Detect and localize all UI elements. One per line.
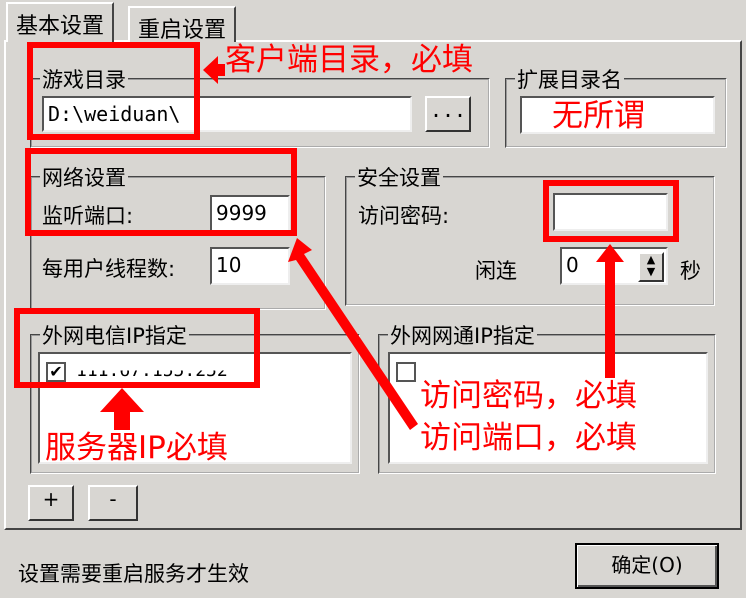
annotation-client-dir: 客户端目录，必填 xyxy=(225,42,473,78)
netcom-ip-group: 外网网通IP指定 xyxy=(378,320,716,474)
netcom-ip-label: 外网网通IP指定 xyxy=(388,320,537,350)
netcom-ip-list[interactable] xyxy=(388,352,708,464)
ext-dir-input[interactable] xyxy=(520,96,715,134)
threads-label: 每用户线程数: xyxy=(42,257,176,281)
annotation-box-game-dir xyxy=(27,42,200,140)
security-group: 安全设置 xyxy=(345,162,715,306)
spin-down-icon[interactable]: ▼ xyxy=(646,265,656,278)
seconds-unit: 秒 xyxy=(680,259,701,283)
telecom-ip-label: 外网电信IP指定 xyxy=(40,320,189,350)
annotation-box-password xyxy=(543,180,679,242)
tab-basic-settings[interactable]: 基本设置 xyxy=(6,2,115,42)
annotation-box-port xyxy=(25,148,297,236)
game-dir-group: 游戏目录 xyxy=(30,64,490,148)
telecom-ip-checkbox[interactable]: ✔ xyxy=(46,362,66,382)
annotation-box-server-ip xyxy=(14,308,260,388)
add-ip-button[interactable]: + xyxy=(28,485,74,521)
ext-dir-group: 扩展目录名 xyxy=(505,64,727,148)
tab-restart-settings[interactable]: 重启设置 xyxy=(128,6,237,43)
arrow-left-icon xyxy=(203,56,225,84)
tab-panel xyxy=(4,40,742,530)
security-label: 安全设置 xyxy=(355,162,443,192)
game-dir-label: 游戏目录 xyxy=(40,64,128,94)
telecom-ip-value: 111.67.155.252 xyxy=(76,360,228,382)
annotation-server-ip: 服务器IP必填 xyxy=(45,430,228,466)
network-label: 网络设置 xyxy=(40,162,128,192)
arrow-up-to-port-icon xyxy=(288,238,418,430)
timeout-label: 闲连 xyxy=(475,259,517,283)
annotation-port: 访问端口，必填 xyxy=(420,420,637,456)
timeout-spinner[interactable]: ▲▼ xyxy=(638,252,664,282)
browse-button[interactable]: ... xyxy=(425,96,471,132)
ok-button[interactable]: 确定(O) xyxy=(575,543,719,589)
status-text: 设置需要重启服务才生效 xyxy=(18,562,249,586)
remove-ip-button[interactable]: - xyxy=(88,485,138,521)
telecom-ip-group: 外网电信IP指定 xyxy=(30,320,360,474)
spin-up-icon[interactable]: ▲ xyxy=(646,253,656,266)
threads-input[interactable]: 10 xyxy=(210,247,290,285)
password-input[interactable] xyxy=(553,193,668,231)
arrow-up-to-password-icon xyxy=(596,244,624,378)
game-dir-input[interactable]: D:\weiduan\ xyxy=(42,96,412,132)
annotation-password: 访问密码，必填 xyxy=(420,378,637,414)
annotation-ext-dir: 无所谓 xyxy=(552,98,645,134)
port-label: 监听端口: xyxy=(42,204,134,228)
password-label: 访问密码: xyxy=(358,204,450,228)
netcom-ip-checkbox[interactable] xyxy=(396,362,416,382)
ext-dir-label: 扩展目录名 xyxy=(515,64,624,94)
telecom-ip-list[interactable]: ✔ 111.67.155.252 xyxy=(38,352,352,464)
arrow-up-icon xyxy=(100,388,144,430)
